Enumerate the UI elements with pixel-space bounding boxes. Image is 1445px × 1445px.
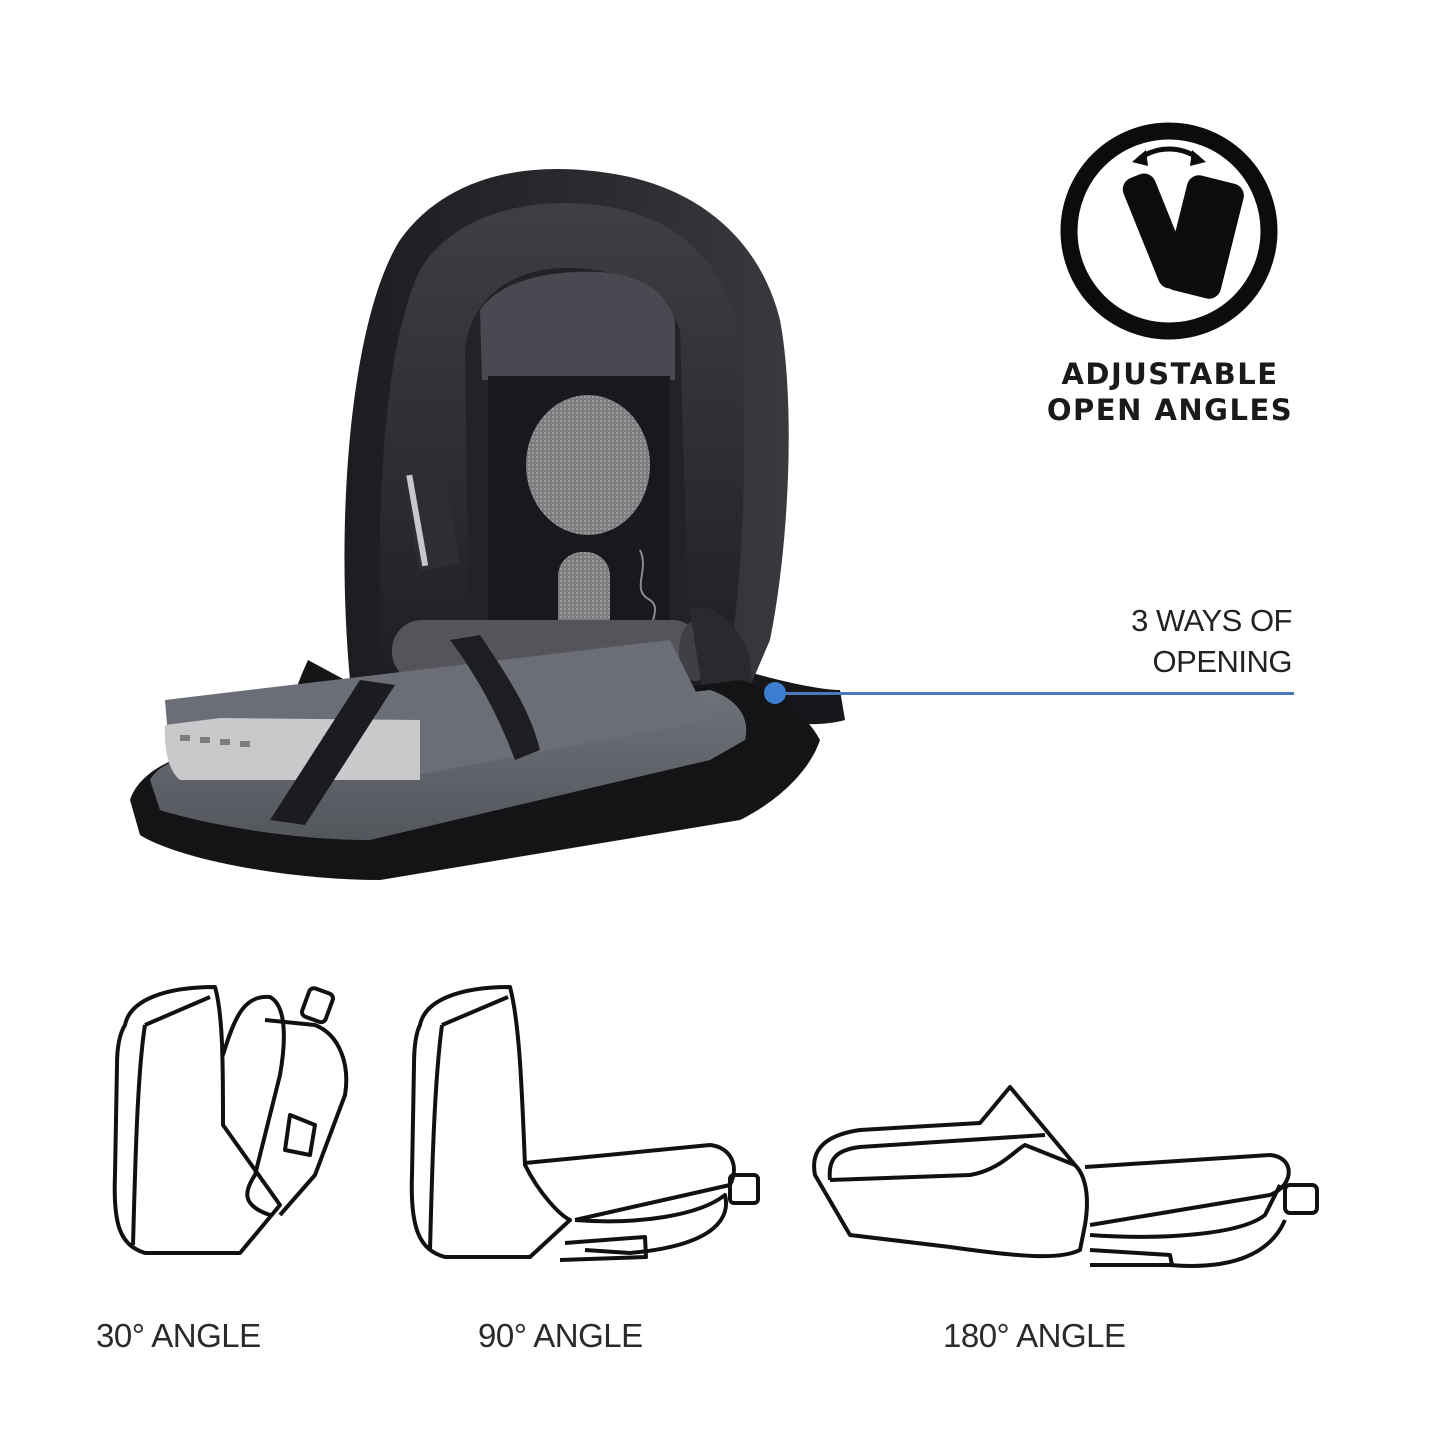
callout-line2: OPENING: [1152, 644, 1293, 679]
adjustable-angle-icon: [1060, 122, 1278, 340]
backpack-product-photo: [120, 120, 860, 880]
angle-label-30: 30° ANGLE: [96, 1317, 261, 1354]
feature-title-line2: OPEN ANGLES: [1046, 393, 1294, 427]
backpack-30-degree-icon: [112, 985, 349, 1255]
backpack-180-degree-icon: [812, 1085, 1319, 1268]
angle-label-90: 90° ANGLE: [478, 1317, 643, 1354]
feature-title: ADJUSTABLE OPEN ANGLES: [1010, 356, 1330, 428]
callout-line1: 3 WAYS OF: [1131, 603, 1292, 638]
adjustable-angle-badge: [1058, 120, 1280, 342]
angle-illustration-180: [800, 1075, 1350, 1270]
opening-callout-text: 3 WAYS OF OPENING: [980, 600, 1292, 682]
angle-illustration-90: [400, 975, 770, 1265]
callout-leader-line: [772, 692, 1294, 695]
backpack-image-icon: [130, 168, 845, 880]
backpack-90-degree-icon: [409, 985, 760, 1262]
angle-illustration-30: [105, 975, 355, 1265]
feature-title-line1: ADJUSTABLE: [1061, 357, 1279, 391]
angle-label-180: 180° ANGLE: [943, 1317, 1126, 1354]
callout-dot-marker: [764, 682, 786, 704]
